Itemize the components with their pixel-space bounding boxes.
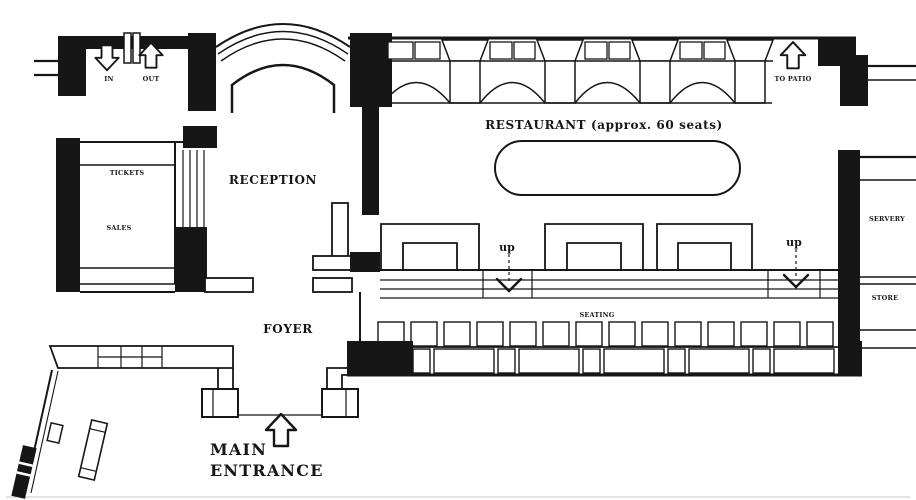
in-label: IN bbox=[104, 75, 113, 83]
restaurant-colonnade: TO PATIO bbox=[348, 36, 916, 106]
sales-label: SALES bbox=[107, 224, 132, 232]
main-entrance: MAIN ENTRANCE bbox=[48, 345, 359, 480]
to-patio-arrow-icon bbox=[779, 41, 807, 70]
seating-row: SEATING bbox=[347, 311, 862, 377]
servery-store: SERVERY STORE bbox=[838, 150, 916, 349]
up-right-label: up bbox=[786, 236, 802, 249]
in-arrow-icon bbox=[94, 44, 120, 72]
banquet-table bbox=[494, 140, 741, 196]
tickets-label: TICKETS bbox=[110, 169, 145, 177]
up-left-label: up bbox=[499, 241, 515, 254]
stairs-corridor: up up bbox=[380, 236, 858, 299]
exterior-railing bbox=[11, 369, 109, 499]
out-label: OUT bbox=[143, 75, 160, 83]
servery-label: SERVERY bbox=[869, 215, 905, 223]
reception-foyer: RECEPTION FOYER bbox=[204, 107, 380, 341]
ticket-office: TICKETS SALES bbox=[56, 126, 217, 293]
restaurant-interior: RESTAURANT (approx. 60 seats) bbox=[485, 118, 741, 196]
main-entrance-label-line2: ENTRANCE bbox=[210, 461, 324, 480]
stair-arrow-right-icon bbox=[782, 273, 810, 289]
booth-row-middle bbox=[380, 223, 753, 271]
main-entrance-label-line1: MAIN bbox=[210, 440, 267, 459]
reception-label: RECEPTION bbox=[229, 173, 317, 187]
to-patio-label: TO PATIO bbox=[774, 75, 811, 83]
entrance-arrow-icon bbox=[264, 412, 298, 448]
entry-arch bbox=[215, 23, 392, 113]
foyer-label: FOYER bbox=[263, 322, 313, 336]
store-label: STORE bbox=[872, 294, 899, 302]
stair-arrow-left-icon bbox=[495, 277, 523, 293]
vestibule: IN OUT bbox=[34, 32, 216, 111]
seating-label: SEATING bbox=[579, 311, 614, 319]
restaurant-label: RESTAURANT (approx. 60 seats) bbox=[485, 118, 723, 132]
